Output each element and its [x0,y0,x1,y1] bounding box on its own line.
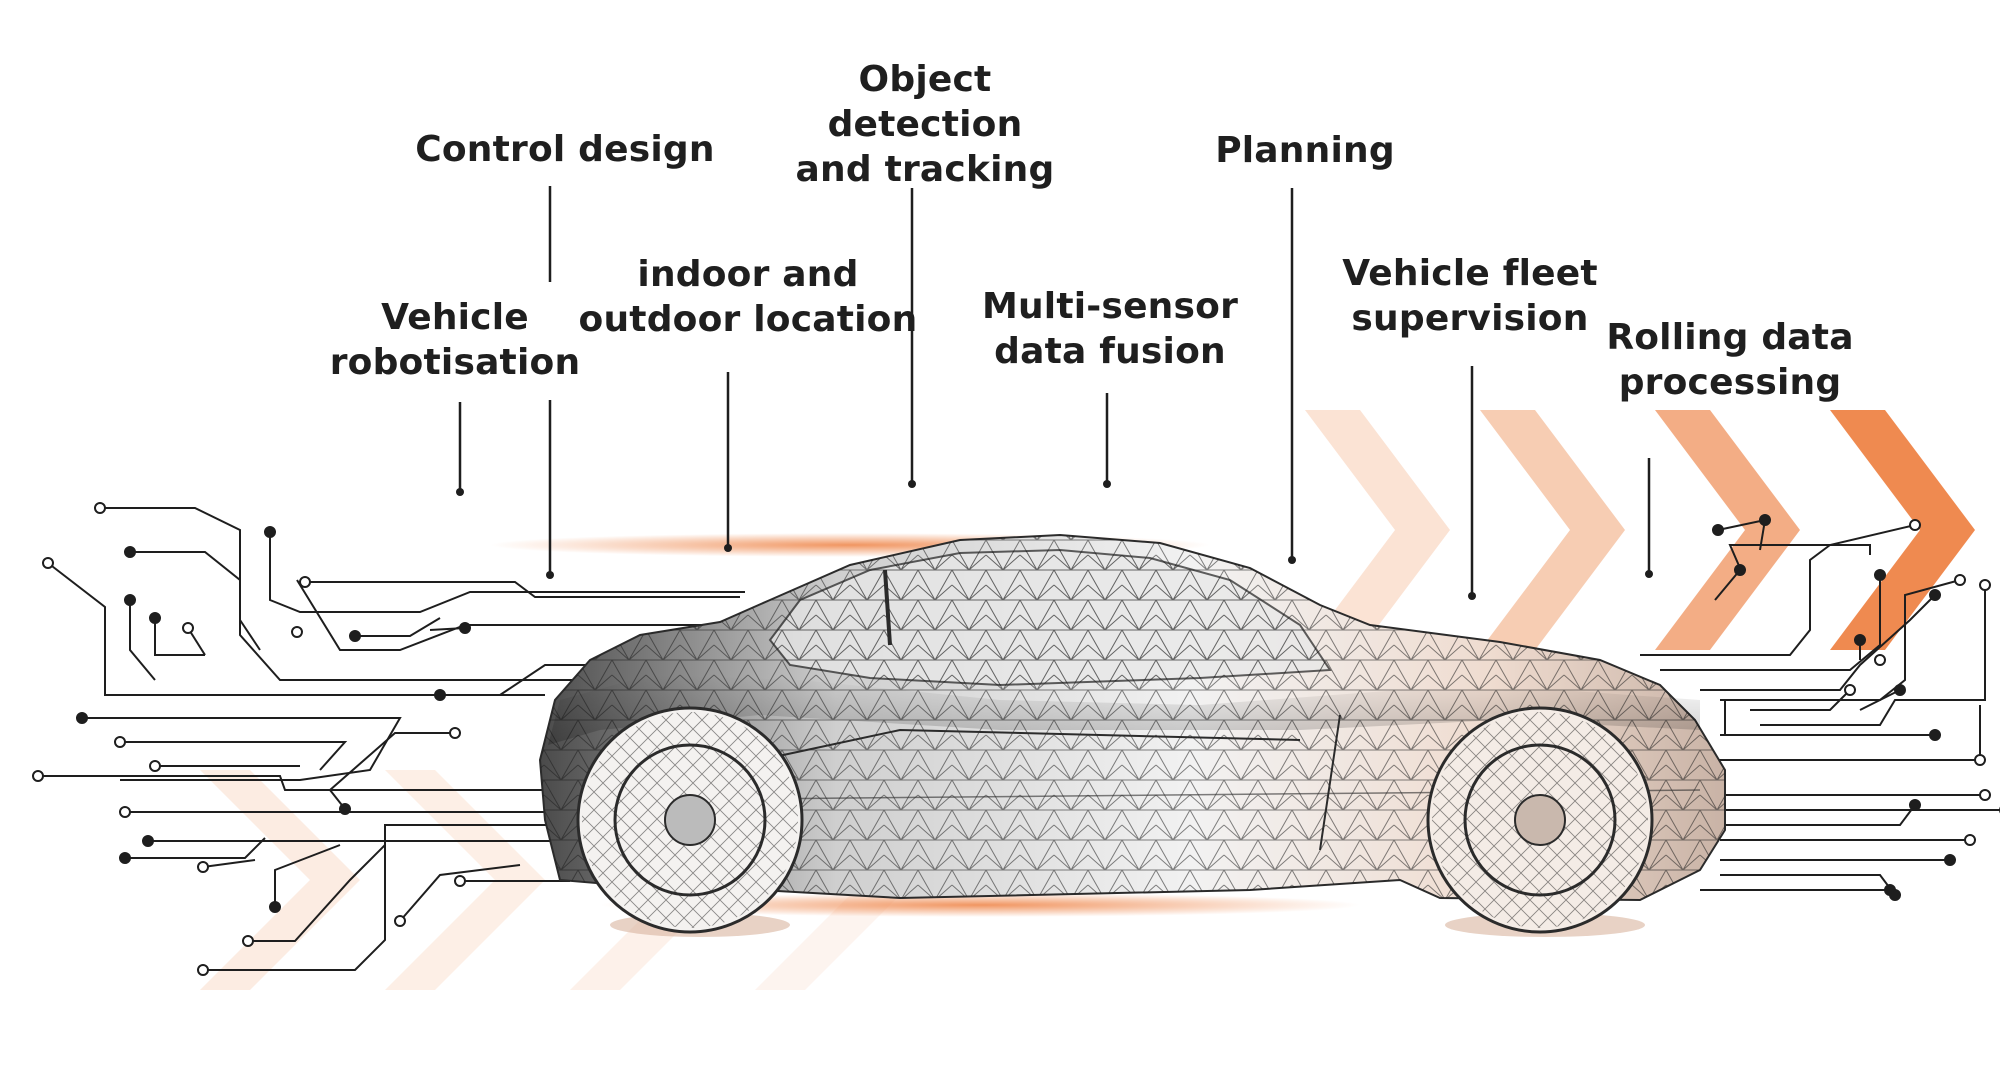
label-planning: Planning [1215,130,1395,171]
chevron-icon [1480,410,1625,650]
label-control-design: Control design [415,129,715,170]
chevron-icon [1305,410,1450,650]
leader-lines [458,186,1651,596]
front-wheel [576,706,804,934]
right-chevrons [1305,410,1975,650]
circuit-nodes-left [32,502,471,976]
circuit-nodes-right [1712,514,2000,901]
glow-streak-bottom [600,893,1360,917]
car-belt-shadow [548,675,1700,745]
label-vehicle-fleet: Vehicle fleet supervision [1342,253,1598,339]
chevron-icon [1830,410,1975,650]
rear-wheel [1426,706,1654,934]
label-indoor-outdoor: indoor and outdoor location [578,254,918,340]
label-multi-sensor: Multi-sensor data fusion [981,286,1239,372]
leader-endpoints [456,480,1653,600]
wireframe-car [538,533,1726,934]
label-rolling-data: Rolling data processing [1606,317,1854,403]
chevron-icon [1655,410,1800,650]
chevron-icon [200,770,360,990]
label-vehicle-robotisation: Vehicle robotisation [329,297,581,383]
label-object-detection: Object detection and tracking [795,59,1055,190]
